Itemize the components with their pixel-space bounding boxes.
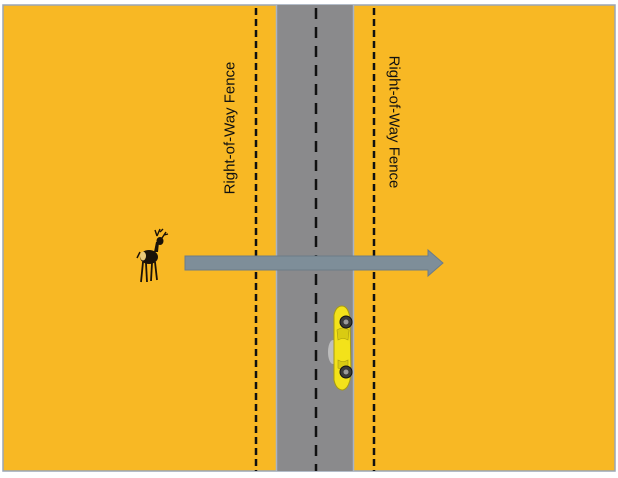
fence-right-label: Right-of-Way Fence [387,56,402,189]
fence-left-label: Right-of-Way Fence [223,62,238,195]
